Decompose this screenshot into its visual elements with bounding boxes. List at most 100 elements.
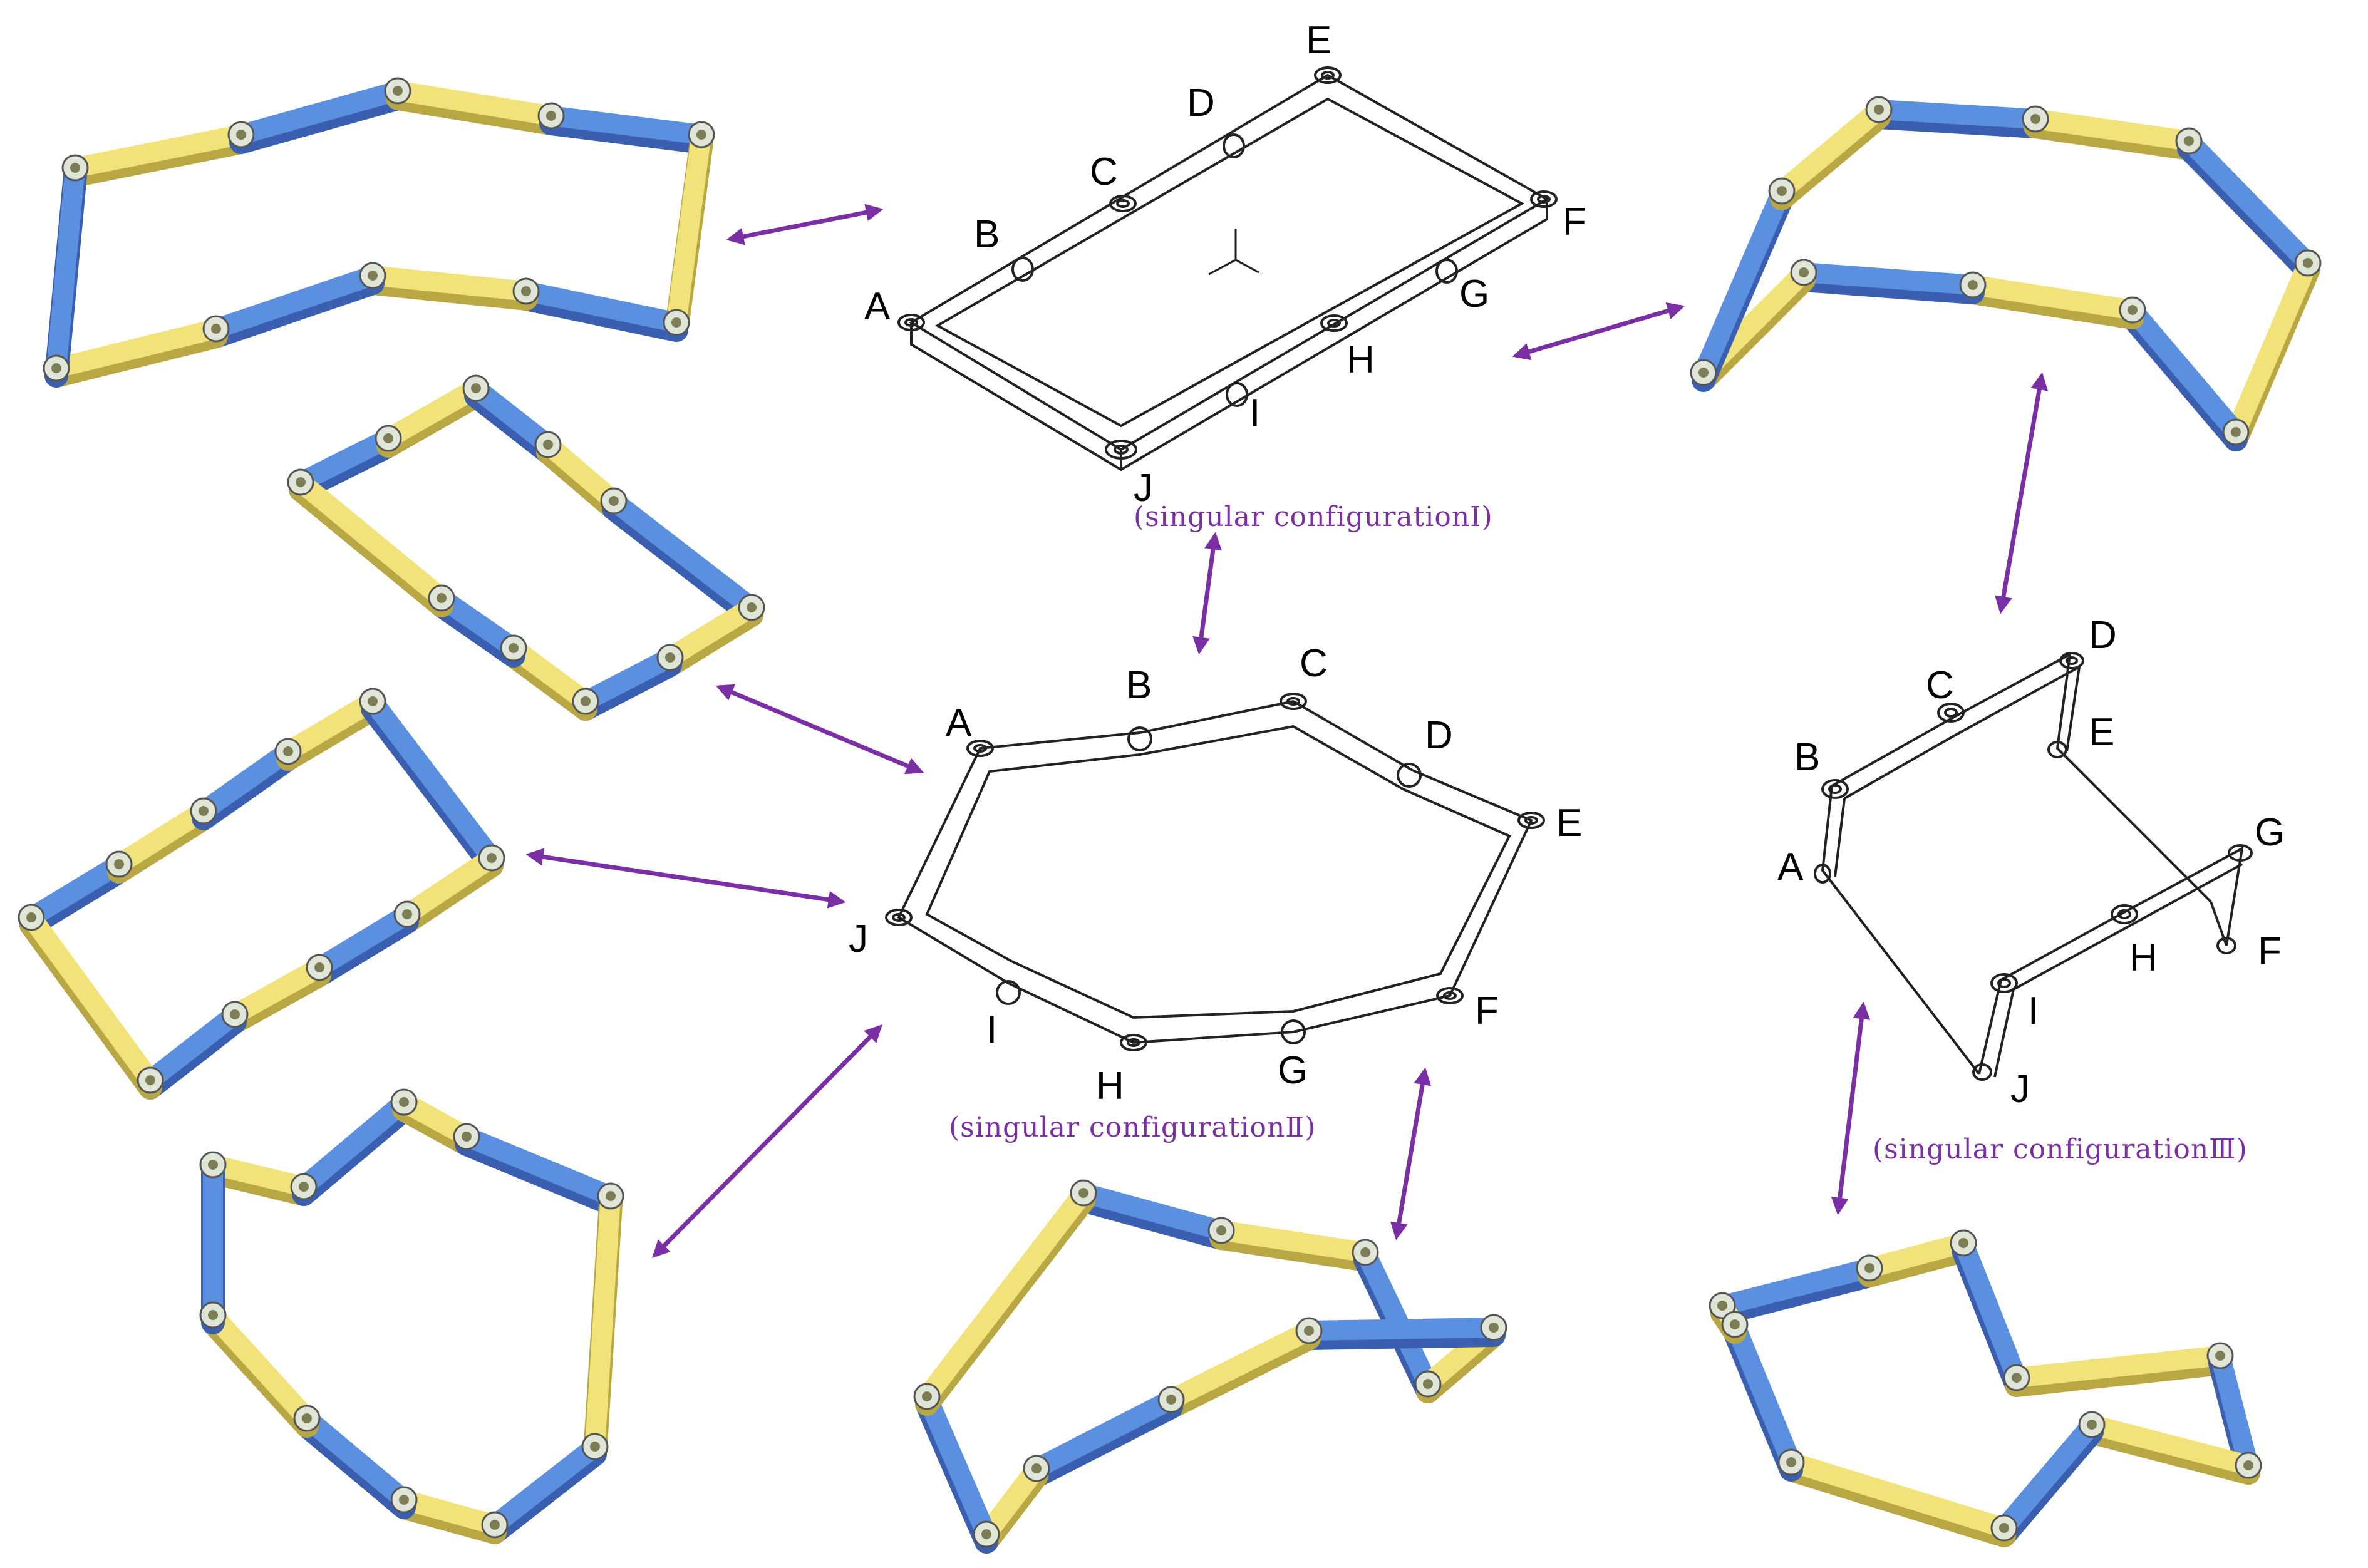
joint-hole [393,86,403,96]
joint-hole [1999,1523,2009,1533]
joint-labels-config-2: A B C D E F G H I J [849,642,1582,1108]
link-bar [1953,1233,2027,1388]
link-bar [378,378,486,448]
link-bar [576,647,680,711]
link-bar [516,281,686,333]
joint-circles-config-3 [1814,652,2253,1081]
wireframe-config-1 [897,66,1558,472]
joint-hole [1968,280,1978,290]
joint-label: A [1777,845,1804,889]
double-headed-arrow-icon [652,1024,882,1258]
joint-hole [51,363,61,373]
joint-label: B [974,213,1000,256]
joint-hole [546,111,556,121]
joint-hole [383,433,393,443]
link-bar [231,81,408,145]
joint-label: C [1300,642,1328,685]
link-bar [203,1155,314,1197]
joint-label: H [1347,338,1375,381]
joint-hole [2231,427,2241,437]
joint-label: I [986,1008,997,1051]
linkage-model-rect-1 [287,374,765,721]
joint-hole [1958,1238,1968,1248]
link-bar [917,1183,1094,1406]
joint-label: G [1278,1049,1308,1092]
linkage-model-top-right [1690,96,2322,451]
link-bar [2025,109,2199,151]
link-bar [485,1436,605,1535]
joint-hole [487,853,497,863]
link-bar [397,848,502,924]
joint-labels-config-1: A B C D E F G H I J [864,19,1586,510]
joint-label: G [2255,811,2285,854]
joint-hole [399,1495,409,1505]
transition-arrows [525,204,2048,1258]
joint-label: E [1556,802,1582,845]
joint-hole [296,477,306,487]
link-bar [46,319,226,378]
joint-hole [70,163,80,173]
link-bar [466,378,558,455]
joint-label: D [2089,614,2117,657]
caption-config-3: (singular configurationⅢ) [1873,1133,2248,1165]
joint-label: E [1306,19,1331,62]
joint-label: A [864,285,891,328]
joint-label: B [1126,664,1152,707]
link-bar [1725,1314,1801,1472]
joint-label: A [946,701,972,745]
link-bar [21,854,129,927]
joint-hole [302,1413,312,1423]
link-bar [291,472,452,608]
joint-label: B [1794,736,1820,779]
link-bar [363,266,536,301]
link-bar [2082,1415,2258,1475]
joint-hole [1216,1225,1226,1235]
joint-circles-config-1 [897,66,1558,460]
link-bar [457,1127,621,1206]
link-bar [1859,1233,1973,1278]
joint-hole [471,383,481,393]
center-axes-icon [1208,229,1259,276]
joint-hole [581,696,591,706]
linkage-model-bottom-left [199,1088,624,1544]
joint-hole [314,962,324,972]
joint-hole [509,643,519,653]
link-bar [1693,181,1792,383]
joint-label: J [1134,467,1153,510]
link-bar [140,1004,245,1090]
caption-config-1: (singular configurationⅠ) [1134,501,1493,533]
wireframe-config-3 [1814,652,2253,1081]
joint-hole [981,1529,991,1539]
joint-hole [26,912,36,922]
joint-hole [2184,136,2194,146]
link-bar [1869,100,2045,129]
joint-labels-config-3: A B C D E F G H I J [1777,614,2285,1111]
joint-hole [1360,1247,1370,1257]
double-headed-arrow-icon [1831,1001,1871,1215]
link-bar [394,1490,505,1535]
joint-hole [283,746,293,756]
link-bar [1781,1452,2014,1538]
link-bar [1026,1390,1181,1478]
double-headed-arrow-icon [715,684,924,775]
link-bar [660,597,762,668]
link-bar [2226,253,2318,442]
joint-hole [208,1160,218,1170]
link-bar [1994,1415,2102,1538]
joint-hole [2303,258,2313,268]
link-bar [1963,275,2143,320]
link-bar [585,1186,621,1457]
link-bar [1161,1321,1319,1410]
joint-hole [230,1009,240,1019]
link-bar [1073,1183,1231,1240]
link-bar [1211,1220,1375,1262]
link-bar [194,741,298,821]
joint-hole [211,324,221,334]
joint-hole [1717,1301,1727,1311]
joint-hole [922,1391,932,1401]
link-bar [1794,262,1983,295]
link-bar [278,691,383,761]
joint-label: I [2028,989,2039,1033]
caption-config-2: (singular configurationⅡ) [949,1112,1316,1143]
link-bar [976,1458,1047,1544]
